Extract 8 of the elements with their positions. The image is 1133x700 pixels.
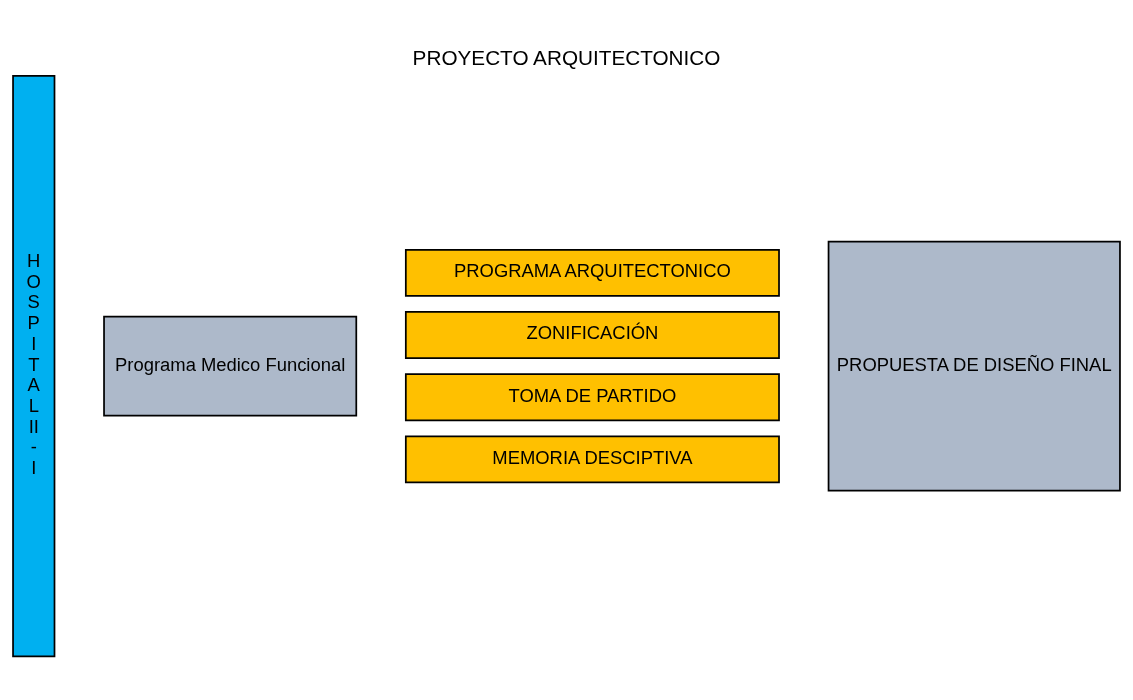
node-box: MEMORIA DESCIPTIVA (404, 435, 780, 484)
node-box: PROPUESTA DE DISEÑO FINAL (827, 240, 1121, 492)
diagram-title: PROYECTO ARQUITECTONICO (412, 45, 721, 69)
node-box: PROGRAMA ARQUITECTONICO (404, 248, 780, 297)
node-box: Programa Medico Funcional (103, 315, 358, 417)
node-box: ZONIFICACIÓN (404, 311, 780, 359)
node-box: H O S P I T A L II - I (12, 75, 56, 658)
node-box: TOMA DE PARTIDO (404, 373, 780, 422)
